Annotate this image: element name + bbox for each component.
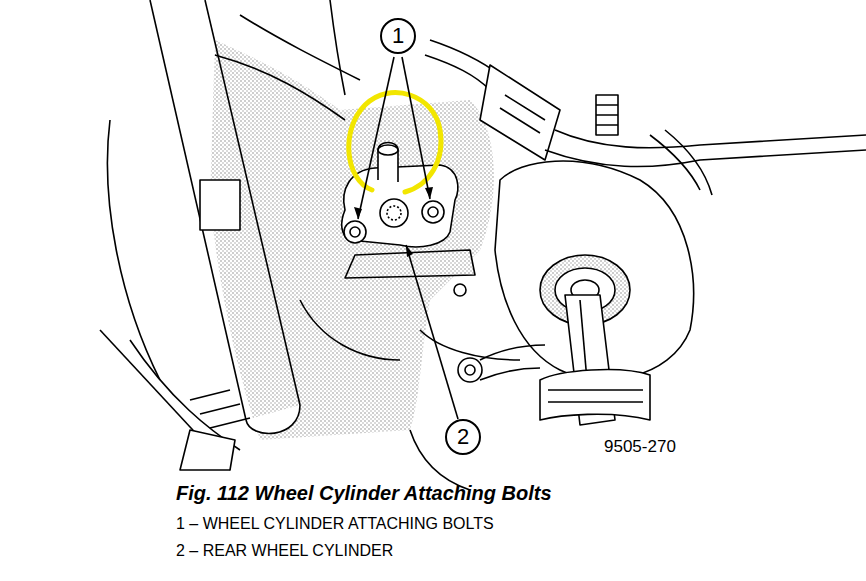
callout-circle: 2 — [445, 419, 481, 455]
figure-caption: Fig. 112 Wheel Cylinder Attaching Bolts — [176, 482, 552, 505]
legend-line: 2 – REAR WHEEL CYLINDER — [176, 542, 393, 560]
callout-number: 2 — [457, 426, 469, 448]
figure-number: 9505-270 — [604, 437, 676, 457]
callout-circle: 1 — [380, 18, 416, 54]
legend-line: 1 – WHEEL CYLINDER ATTACHING BOLTS — [176, 515, 494, 533]
callout-number: 1 — [392, 25, 404, 47]
